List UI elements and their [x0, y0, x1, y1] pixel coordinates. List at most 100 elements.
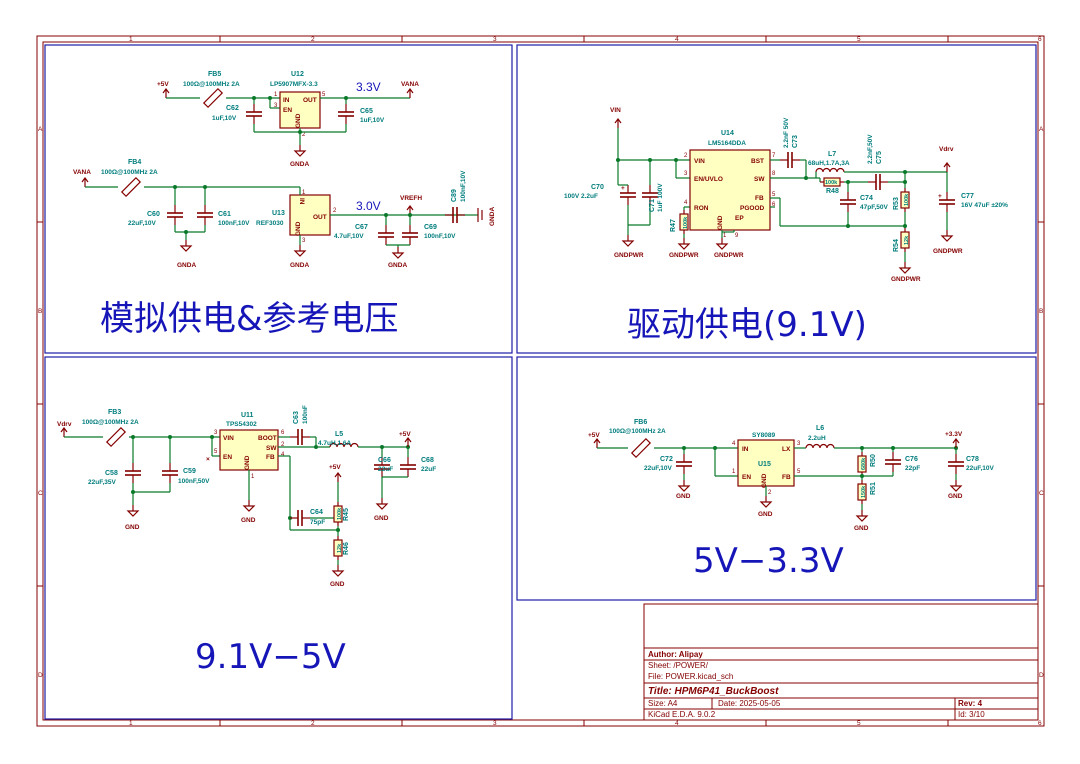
capacitor-c61	[196, 204, 214, 226]
c61-value: 100nF,10V	[218, 220, 250, 227]
c76-ref: C76	[905, 456, 918, 463]
c78-value: 22uF,10V	[966, 465, 994, 472]
u15-pin3: 3	[797, 441, 801, 447]
net-5v-label: +5V	[157, 81, 169, 88]
title-block: Author: Alipay Sheet: /POWER/ File: POWE…	[643, 603, 1039, 721]
c73-value: 2.2nF 50V	[783, 117, 790, 148]
u14-pin4: 4	[684, 200, 688, 206]
net-5v-label-3: +5V	[329, 464, 341, 471]
gndpwr-label-r54: GNDPWR	[891, 276, 921, 283]
c59-ref: C59	[183, 468, 196, 475]
u15-ref: U15	[758, 461, 771, 468]
net-vrefh-label: VREFH	[400, 195, 422, 202]
capacitor-c62	[245, 103, 263, 125]
gnda-symbol-u12	[294, 144, 306, 157]
power-vana-symbol	[406, 88, 414, 99]
r53-value: 100k	[904, 193, 910, 206]
capacitor-c75	[867, 173, 889, 191]
u11-pin-vin: VIN	[223, 435, 234, 442]
u15-pin-en: EN	[742, 474, 751, 481]
drive-circuit: VIN + C70 100V 2.2uF GNDPWR C71 1uF 100V…	[564, 107, 1008, 283]
capacitor-c59	[161, 462, 179, 484]
ic-u12	[279, 91, 321, 129]
l7-ref: L7	[828, 151, 836, 158]
buck33-circuit: +5V FB6 100Ω@100MHz 2A GND C72 22uF,10V …	[588, 419, 994, 532]
capacitor-c69	[401, 224, 419, 246]
c70-value: 100V 2.2uF	[564, 193, 598, 200]
net-3v3-label-2: +3.3V	[945, 431, 963, 438]
col-6: 6	[1038, 36, 1042, 43]
c59-value: 100nF,50V	[178, 478, 210, 485]
power-5v-symbol-4	[593, 438, 601, 449]
c77-ref: C77	[961, 193, 974, 200]
r53-ref: R53	[893, 197, 900, 210]
c60-value: 22uF,10V	[128, 220, 156, 227]
c72-value: 22uF,10V	[644, 465, 672, 472]
u14-pin-enuvlo: EN/UVLO	[694, 176, 723, 183]
capacitor-c64	[289, 509, 311, 527]
gnd-label-c58: GND	[125, 524, 140, 531]
u12-pin5: 5	[322, 92, 326, 98]
u14-pin-vin: VIN	[694, 158, 705, 165]
capacitor-c65	[337, 103, 355, 125]
col-6-bottom: 6	[1038, 720, 1042, 727]
capacitor-c78	[947, 453, 965, 475]
row-c: C	[38, 490, 43, 497]
c69-value: 100nF,10V	[424, 233, 456, 240]
r46-ref: R46	[343, 542, 350, 555]
gnd-label-c66: GND	[374, 515, 389, 522]
gndpwr-symbol-r54	[899, 261, 911, 274]
u13-pin-gnd: GND	[295, 221, 302, 236]
fb5-ref: FB5	[208, 71, 221, 78]
u14-pin-bst: BST	[751, 158, 764, 165]
r47-ref: R47	[670, 219, 677, 232]
c60-ref: C60	[147, 211, 160, 218]
section-title-drive: 驱动供电(9.1V)	[627, 305, 867, 345]
section-box-buck33	[516, 356, 1037, 601]
r48-ref: R48	[826, 188, 839, 195]
c72-ref: C72	[660, 456, 673, 463]
c71-value: 1uF 100V	[657, 183, 664, 212]
c67-value: 4.7uF,10V	[334, 233, 364, 240]
c66-value: 22uF	[378, 466, 393, 473]
c69-ref: C69	[424, 224, 437, 231]
gnda-symbol-u13	[294, 244, 306, 257]
gndpwr-label-c70: GNDPWR	[614, 252, 644, 259]
u12-pin-en: EN	[283, 107, 292, 114]
date-text: Date: 2025-05-05	[718, 699, 781, 708]
capacitor-c67	[377, 224, 395, 246]
u11-pin2: 2	[281, 442, 285, 448]
c70-ref: C70	[591, 184, 604, 191]
l7-value: 68uH,1.7A,3A	[808, 160, 850, 167]
power-5v-symbol-2	[404, 437, 412, 448]
gndpwr-label-r47: GNDPWR	[669, 252, 699, 259]
u14-pin-pgood: PGOOD	[740, 205, 765, 212]
u14-value: LM5164DDA	[708, 140, 746, 147]
row-b: B	[38, 308, 42, 315]
inductor-l7	[815, 167, 845, 173]
ferrite-bead-fb6	[631, 438, 651, 458]
c89-value: 100nF,10V	[460, 170, 467, 202]
u11-ref: U11	[241, 412, 254, 419]
u15-pin5: 5	[797, 469, 801, 475]
row-d: D	[38, 672, 43, 679]
net-5v-label-4: +5V	[588, 432, 600, 439]
u14-pin-ep: EP	[735, 215, 744, 222]
c63-value: 100nF	[302, 405, 309, 424]
section-title-buck5v: 9.1V−5V	[195, 637, 346, 677]
c77-plus: +	[938, 193, 942, 200]
u15-pin1: 1	[732, 469, 736, 475]
u11-pin-sw: SW	[266, 445, 277, 452]
u11-pin1: 1	[251, 474, 255, 480]
gnd-symbol-c72	[678, 479, 690, 492]
u14-pin8: 8	[772, 171, 776, 177]
u15-pin-lx: LX	[782, 446, 791, 453]
col-4-bottom: 4	[675, 720, 679, 727]
u11-pin-boot: BOOT	[258, 435, 277, 442]
c65-value: 1uF,10V	[360, 117, 385, 124]
gndpwr-symbol-c70	[622, 234, 634, 247]
gnda-label-c67: GNDA	[388, 262, 407, 269]
gndpwr-symbol-c77	[941, 229, 953, 242]
ic-u13	[289, 194, 331, 236]
